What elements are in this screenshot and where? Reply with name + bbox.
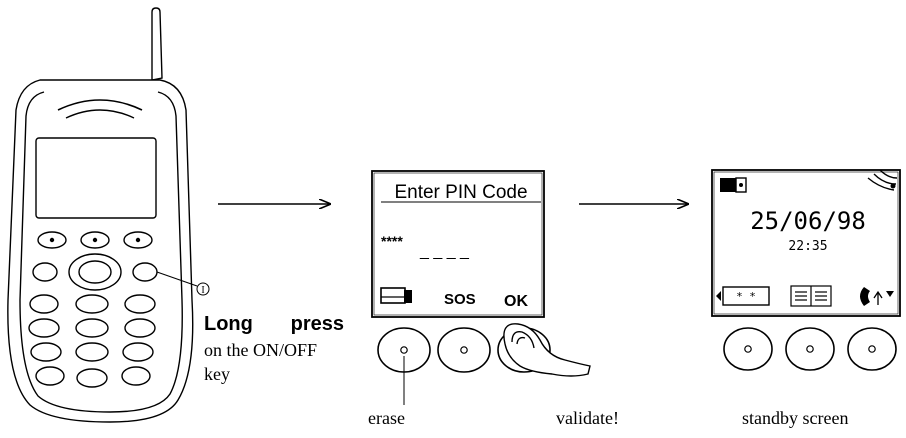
call-icon <box>860 287 894 306</box>
nav-pad <box>68 253 122 291</box>
caption-standby: standby screen <box>742 408 848 428</box>
instruction-line2: on the ON/OFF <box>204 340 318 360</box>
pin-entered-digits: **** <box>381 233 403 249</box>
instruction-line3: key <box>204 364 230 384</box>
battery-icon <box>720 177 747 193</box>
softkey-sos: SOS <box>444 291 476 308</box>
pin-remaining-digits: _ _ _ _ <box>419 243 470 260</box>
standby-date: 25/06/98 <box>750 207 866 235</box>
callout-line <box>156 271 198 287</box>
svg-text:* *: * * <box>736 290 756 303</box>
pin-screen: Enter PIN Code **** _ _ _ _ SOS OK <box>371 170 545 318</box>
left-arrow-icon <box>716 291 721 301</box>
middle-button[interactable] <box>437 327 491 373</box>
finger-icon <box>503 323 591 377</box>
antenna <box>151 7 163 81</box>
caption-validate: validate! <box>556 408 619 428</box>
phone-key <box>80 231 110 249</box>
erase-icon <box>380 287 412 304</box>
standby-buttons <box>723 327 897 371</box>
standby-right-button[interactable] <box>847 327 897 371</box>
pin-title: Enter PIN Code <box>394 182 527 203</box>
phone-key <box>32 262 58 282</box>
phone-display <box>35 137 157 219</box>
phone-key <box>37 231 67 249</box>
earpiece <box>57 99 143 111</box>
instruction-bold: Long press <box>204 313 344 335</box>
standby-left-button[interactable] <box>723 327 773 371</box>
standby-middle-button[interactable] <box>785 327 835 371</box>
signal-icon <box>867 169 898 191</box>
card-icon: * * <box>722 286 770 306</box>
standby-screen: 25/06/98 22:35 * * <box>711 169 901 317</box>
callout-marker-label: I <box>201 285 204 296</box>
caption-erase: erase <box>368 408 405 428</box>
keypad <box>28 294 156 388</box>
phone-key <box>123 231 153 249</box>
softkey-ok: OK <box>504 293 528 310</box>
standby-time: 22:35 <box>788 239 827 254</box>
mobile-phone <box>7 7 210 423</box>
callout-marker <box>196 282 210 296</box>
phonebook-icon <box>790 285 832 307</box>
